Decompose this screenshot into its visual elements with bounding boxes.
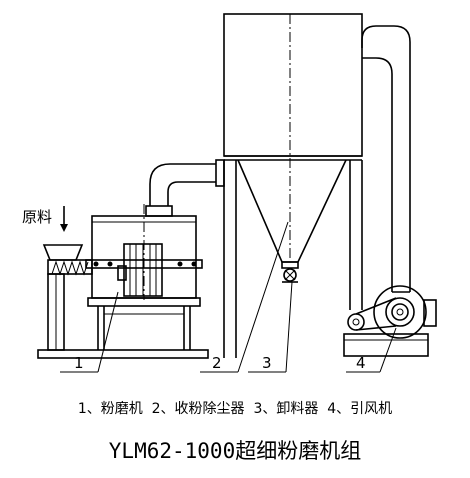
callout-3: 3: [262, 354, 272, 372]
leader-3: [285, 281, 293, 373]
discharger-vane-b: [284, 269, 296, 281]
dust-collector: [223, 13, 363, 358]
motor-terminal-box: [117, 265, 127, 281]
mill-platform: [87, 297, 201, 307]
fan-belt-top: [355, 297, 397, 315]
duct-outer: [361, 25, 411, 292]
collector-cone: [237, 159, 347, 263]
leader-4: [379, 327, 397, 373]
diagram-title: YLM62-1000超细粉磨机组: [109, 439, 361, 463]
bolt-4: [191, 261, 197, 267]
hopper: [42, 244, 84, 261]
bolt-3: [177, 261, 183, 267]
ground-base: [37, 349, 209, 359]
pipe-base-flange: [145, 205, 173, 217]
discharger: [281, 261, 299, 283]
raw-material-label: 原料: [22, 208, 52, 226]
fan-belt-bottom: [355, 325, 397, 331]
feed-arrow-head: [60, 224, 68, 232]
fan-outlet: [423, 299, 437, 327]
leader-2: [237, 221, 289, 373]
feeder: [42, 244, 93, 351]
fan-motor-pulley-hub: [352, 318, 360, 326]
grinding-mill: [85, 204, 203, 350]
fan-motor-pulley: [347, 313, 365, 331]
connecting-pipe: [145, 159, 225, 217]
pipe-outer: [149, 163, 216, 206]
screw-flight: [51, 260, 89, 276]
legend-text: 1、粉磨机 2、收粉除尘器 3、卸料器 4、引风机: [78, 401, 392, 417]
leader-1: [97, 291, 119, 373]
pipe-flange: [215, 159, 225, 187]
duct-inner: [362, 57, 393, 292]
fan-shaft: [396, 308, 404, 316]
callout-1: 1: [74, 354, 84, 372]
callout-2: 2: [212, 354, 222, 372]
return-duct: [361, 25, 411, 293]
discharger-flange: [281, 261, 299, 269]
collector-cylinder: [223, 13, 363, 157]
pipe-inner: [167, 181, 216, 206]
screw-feeder-tube: [47, 259, 93, 275]
fan-hub: [391, 303, 409, 321]
discharger-rotor: [283, 268, 297, 282]
bolt-2: [107, 261, 113, 267]
bolt-1: [93, 261, 99, 267]
fan-impeller: [385, 297, 415, 327]
callout-leaders: [60, 221, 397, 373]
mill-flange-band: [85, 259, 203, 269]
callout-4: 4: [356, 354, 366, 372]
feed-arrow: [60, 206, 68, 232]
fan-base: [343, 333, 429, 357]
fan-housing: [373, 285, 427, 339]
